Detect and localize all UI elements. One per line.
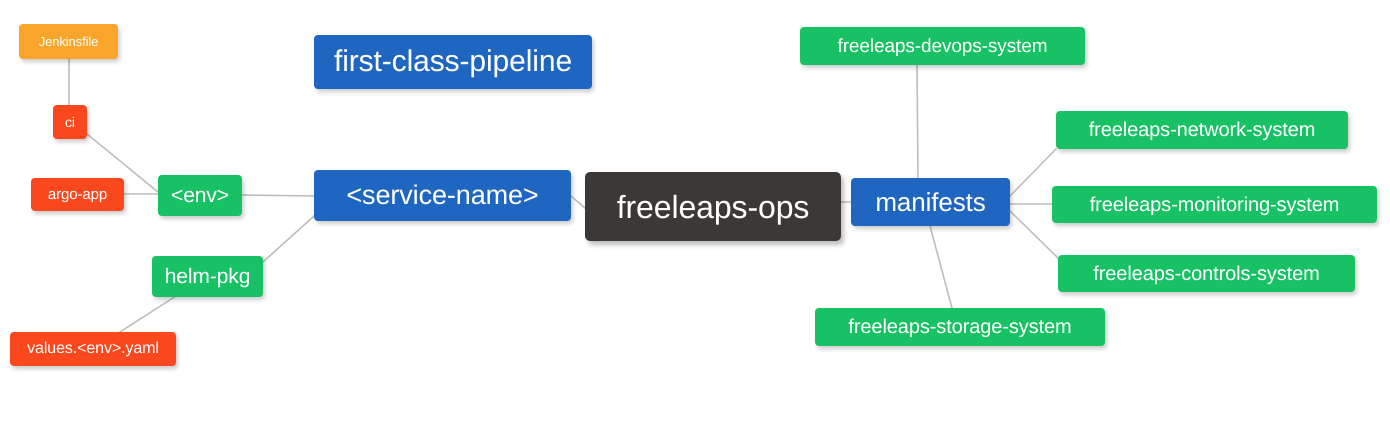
node-jenkinsfile[interactable]: Jenkinsfile [19,24,118,59]
node-env[interactable]: <env> [158,175,242,216]
node-label: ci [65,114,75,130]
node-first-class-pipeline[interactable]: first-class-pipeline [314,35,592,89]
edge-helm-pkg-to-values-env-yaml [119,295,177,333]
edge-manifests-to-freeleaps-network-system [1009,148,1057,197]
node-label: <env> [171,184,229,207]
node-freeleaps-network-system[interactable]: freeleaps-network-system [1056,111,1348,149]
node-freeleaps-storage-system[interactable]: freeleaps-storage-system [815,308,1105,346]
node-label: freeleaps-devops-system [837,35,1048,57]
edge-manifests-to-freeleaps-controls-system [1009,210,1059,259]
node-label: manifests [875,187,986,217]
node-label: first-class-pipeline [333,45,573,78]
node-label: Jenkinsfile [38,34,99,49]
node-label: helm-pkg [164,265,251,288]
node-service-name[interactable]: <service-name> [314,170,571,221]
node-label: freeleaps-ops [616,188,810,225]
node-label: freeleaps-storage-system [848,316,1072,338]
node-label: freeleaps-network-system [1088,119,1316,141]
node-freeleaps-monitoring-system[interactable]: freeleaps-monitoring-system [1052,186,1377,223]
edge-manifests-to-freeleaps-storage-system [929,225,953,309]
edge-manifests-to-freeleaps-devops-system [916,64,919,179]
node-manifests[interactable]: manifests [851,178,1010,226]
node-helm-pkg[interactable]: helm-pkg [152,256,263,297]
node-label: freeleaps-controls-system [1093,262,1320,285]
node-label: values.<env>.yaml [27,340,159,357]
node-freeleaps-ops[interactable]: freeleaps-ops [585,172,841,241]
node-label: argo-app [47,186,108,203]
node-label: freeleaps-monitoring-system [1089,193,1340,216]
node-freeleaps-controls-system[interactable]: freeleaps-controls-system [1058,255,1355,292]
node-values-env-yaml[interactable]: values.<env>.yaml [10,332,176,366]
node-label: <service-name> [346,180,539,210]
edge-freeleaps-ops-to-service-name [570,195,586,209]
edge-service-name-to-helm-pkg [262,215,315,263]
node-freeleaps-devops-system[interactable]: freeleaps-devops-system [800,27,1085,65]
edge-service-name-to-env [241,194,315,197]
node-ci[interactable]: ci [53,105,87,139]
node-argo-app[interactable]: argo-app [31,178,124,211]
